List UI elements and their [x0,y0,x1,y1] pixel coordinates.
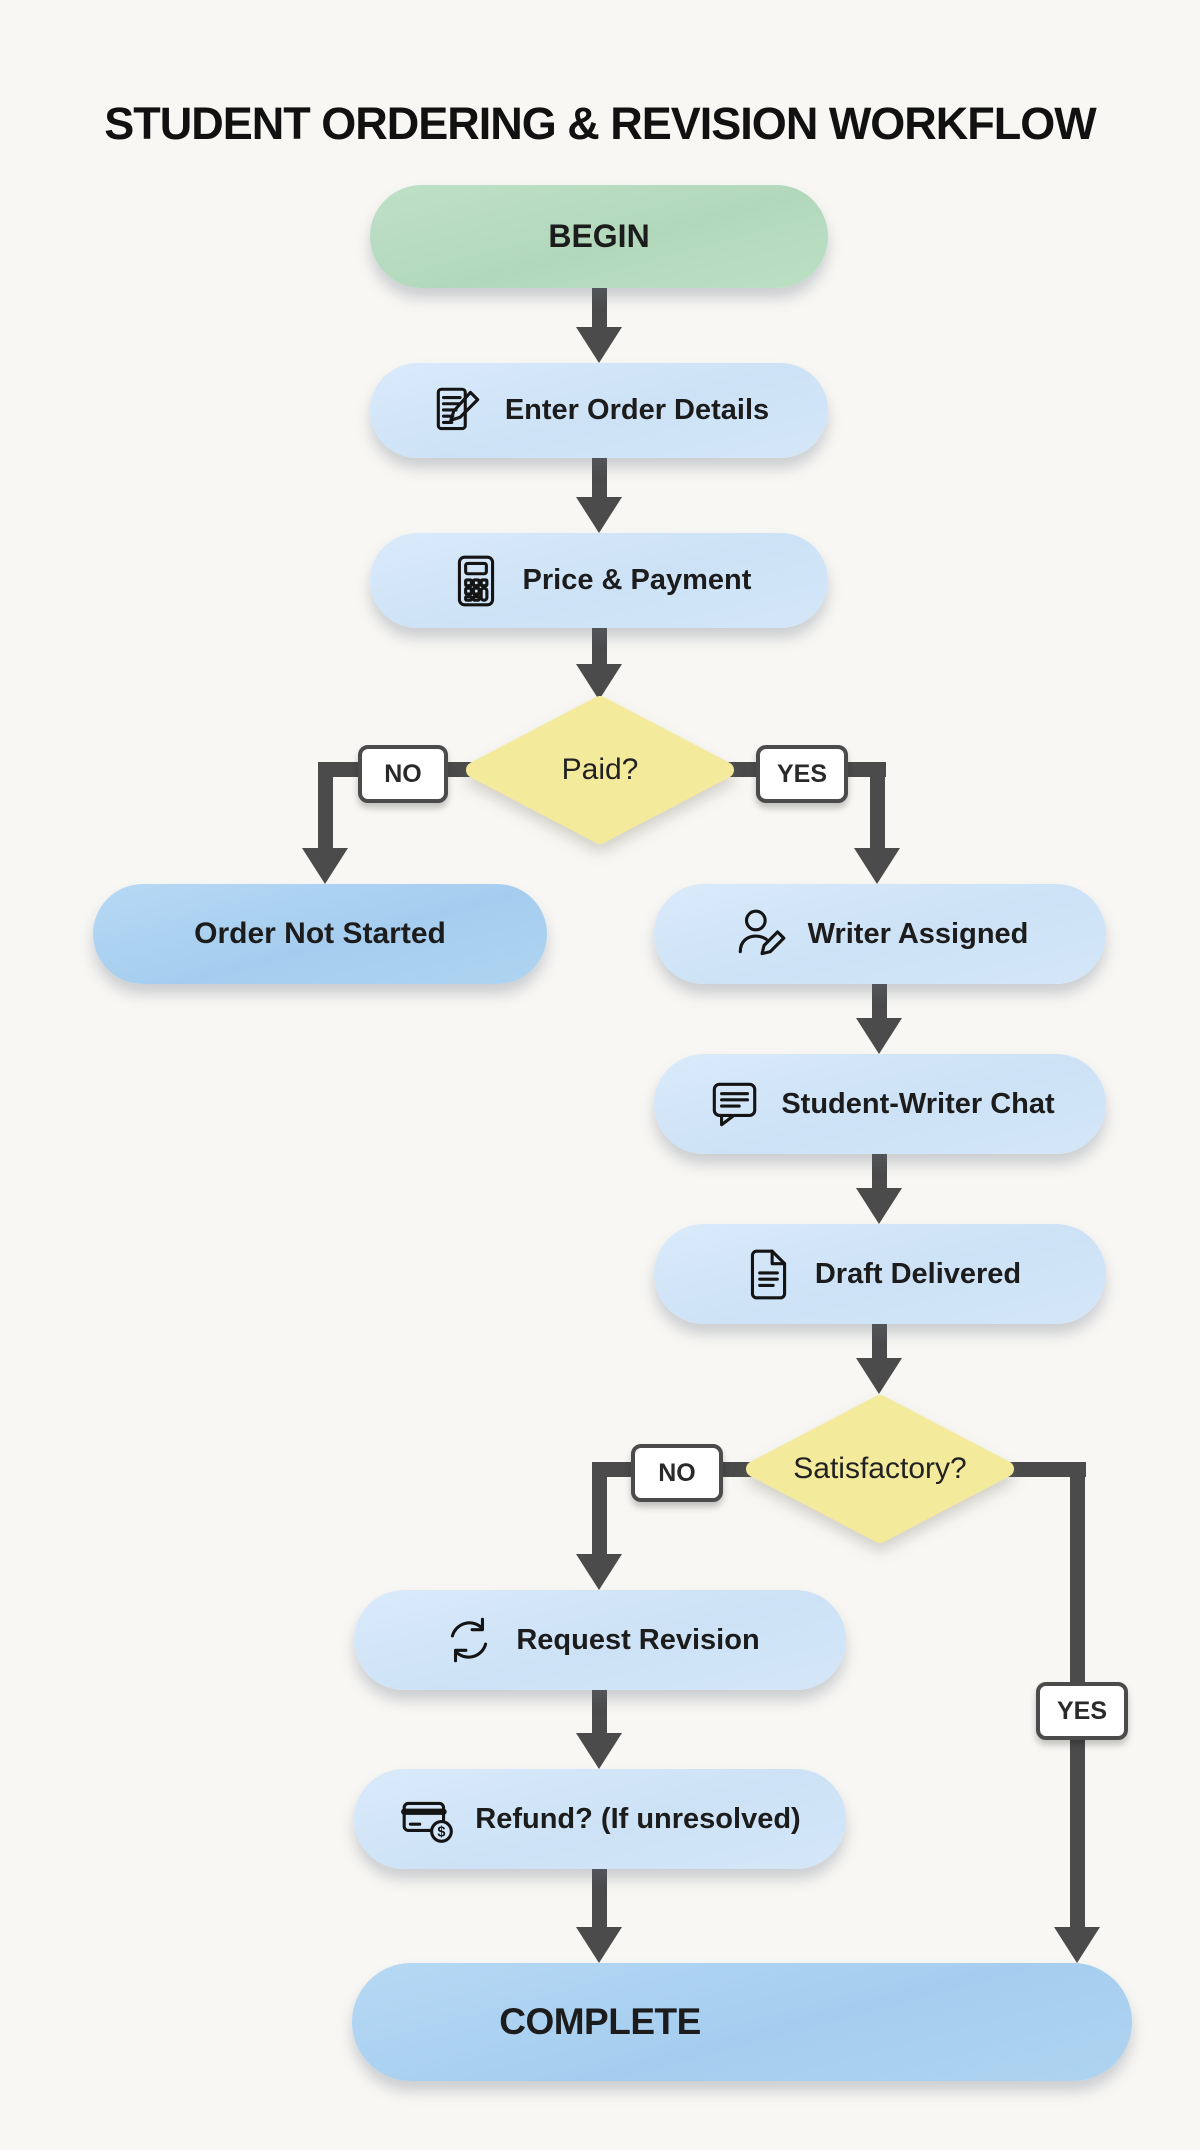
node-order-not-started-label: Order Not Started [194,917,446,950]
page-title: STUDENT ORDERING & REVISION WORKFLOW [104,98,1097,149]
edge-revision-refund [592,1690,607,1739]
edge-enter-price [592,458,607,504]
arrowhead [576,1554,622,1590]
arrowhead [302,848,348,884]
satisfactory-no-tag: NO [631,1444,723,1502]
edge-draft-satisfactory [872,1324,887,1364]
arrowhead [576,327,622,363]
edge-refund-complete [592,1869,607,1933]
arrowhead [1054,1927,1100,1963]
node-draft-delivered-label: Draft Delivered [814,1257,1022,1290]
edge-begin-enter [592,288,607,334]
arrowhead [854,848,900,884]
refund-card-icon: $ [399,1790,457,1848]
node-price-payment-label: Price & Payment [522,564,752,596]
edge-paid-no-vertical [318,762,333,854]
node-request-revision: Request Revision [354,1590,846,1690]
node-begin-label: BEGIN [548,218,650,254]
node-writer-assigned-label: Writer Assigned [807,917,1029,950]
refresh-icon [440,1611,498,1669]
arrowhead [576,664,622,700]
node-refund: $ Refund? (If unresolved) [354,1769,846,1869]
node-draft-delivered: Draft Delivered [654,1224,1106,1324]
paid-yes-tag: YES [756,745,848,803]
node-order-not-started: Order Not Started [93,884,547,984]
node-request-revision-label: Request Revision [516,1623,760,1656]
node-enter-order-details: Enter Order Details [370,363,828,458]
arrowhead [576,1733,622,1769]
arrowhead [856,1018,902,1054]
node-price-payment: Price & Payment [370,533,828,628]
document-edit-icon [429,382,487,440]
edge-satisfactory-yes-horizontal [1005,1462,1086,1477]
arrowhead [856,1188,902,1224]
satisfactory-decision-diamond [746,1395,1014,1543]
edge-satisfactory-no-vertical [592,1462,607,1560]
chat-bubble-icon [705,1075,763,1133]
node-complete-label: COMPLETE [499,2001,701,2042]
edge-chat-draft [872,1154,887,1194]
edge-paid-yes-vertical [870,762,885,854]
satisfactory-yes-tag: YES [1036,1682,1128,1740]
node-student-writer-chat: Student-Writer Chat [654,1054,1106,1154]
calculator-icon [447,552,505,610]
arrowhead [576,1927,622,1963]
paid-no-tag: NO [358,745,448,803]
writer-pencil-icon [732,905,790,963]
arrowhead [576,497,622,533]
edge-writer-chat [872,984,887,1024]
node-writer-assigned: Writer Assigned [654,884,1106,984]
node-student-writer-chat-label: Student-Writer Chat [781,1087,1055,1120]
arrowhead [856,1358,902,1394]
node-complete: COMPLETE [352,1963,1132,2081]
node-begin: BEGIN [370,185,828,288]
node-refund-label: Refund? (If unresolved) [475,1802,801,1835]
document-icon [739,1245,797,1303]
paid-decision-diamond [466,696,734,844]
edge-price-paid [592,628,607,670]
svg-text:$: $ [438,1825,446,1841]
paid-decision-label: Paid? [561,753,639,786]
node-enter-order-details-label: Enter Order Details [504,394,770,426]
satisfactory-decision-label: Satisfactory? [793,1452,967,1485]
